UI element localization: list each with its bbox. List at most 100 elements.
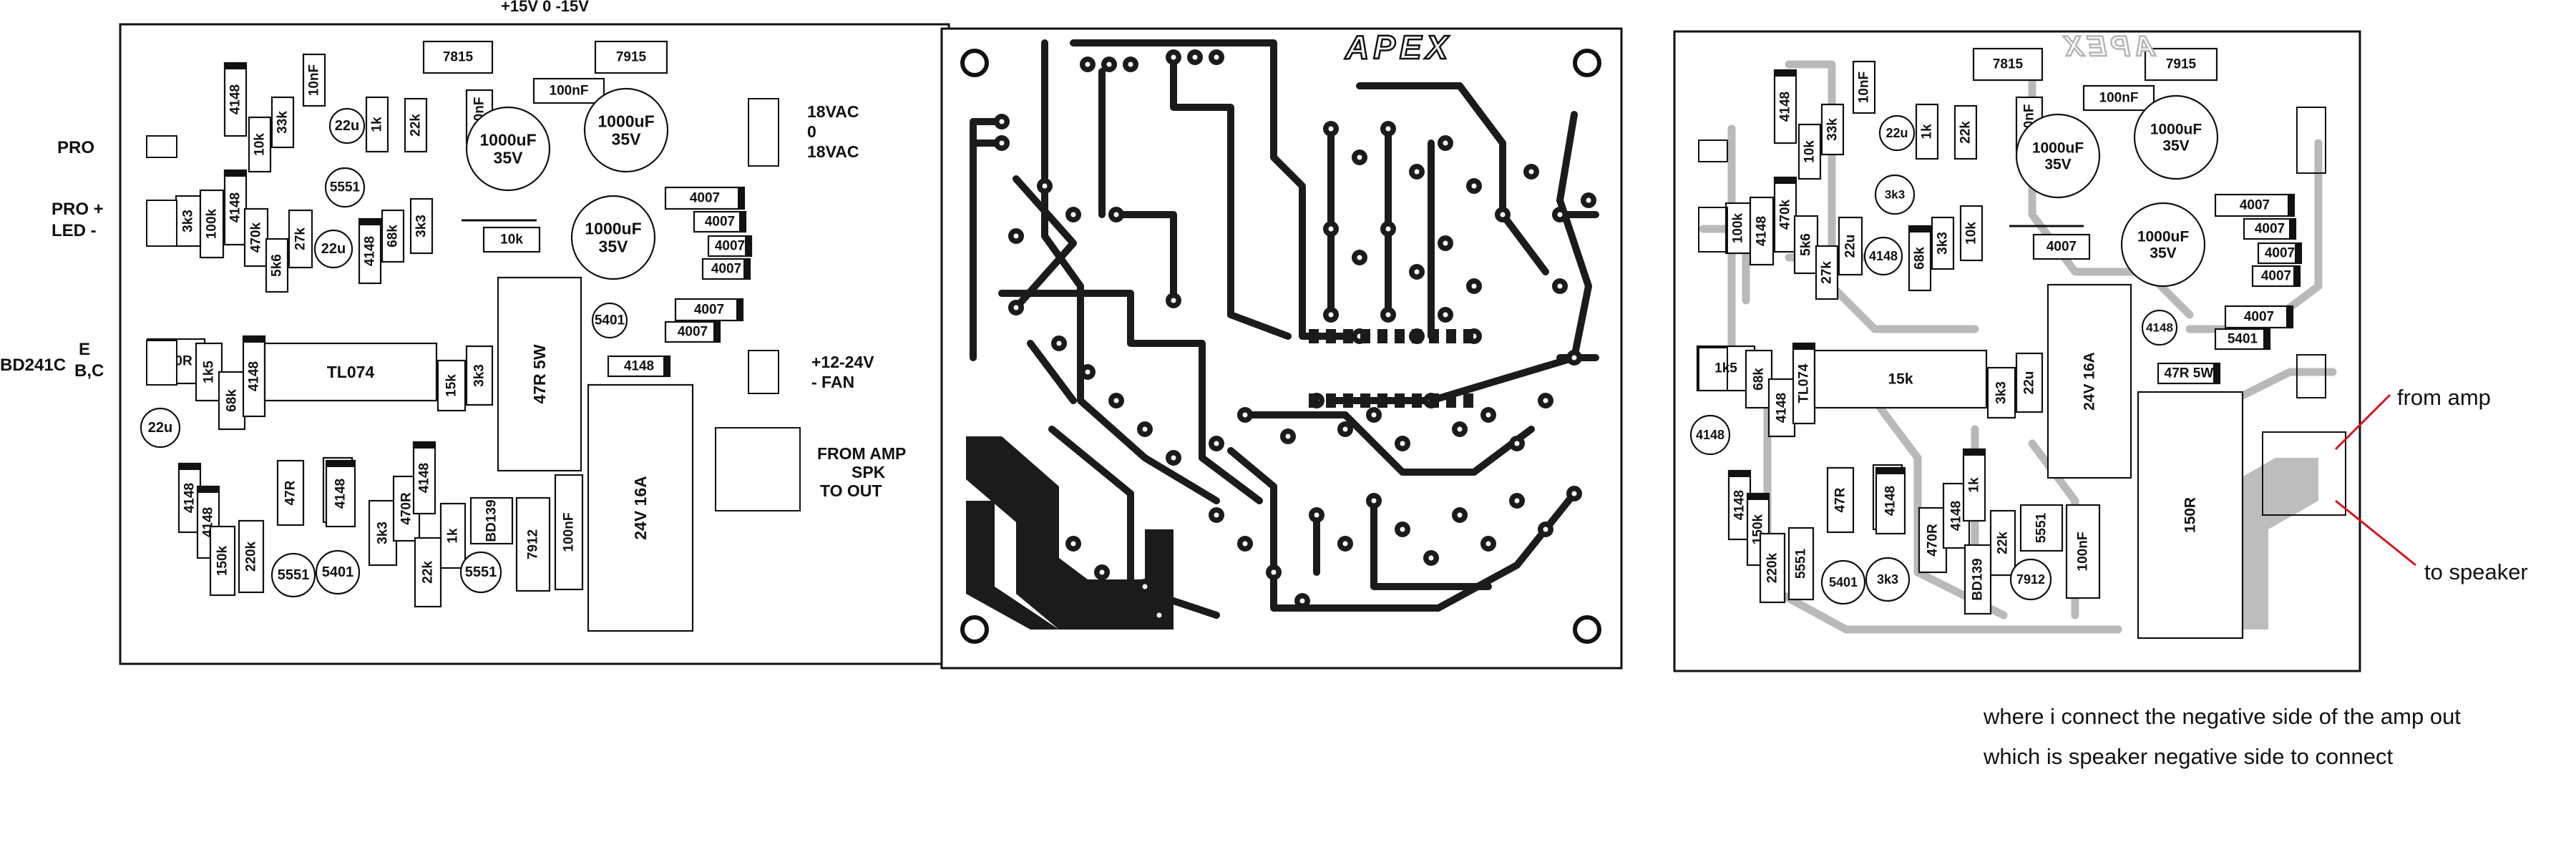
- layout-component-label: 10nF: [307, 64, 322, 96]
- vac-label-3: 18VAC: [807, 142, 859, 161]
- copper-pad-hole: [999, 140, 1005, 146]
- overlay-speaker-connector: [2262, 431, 2346, 516]
- overlay-diode-band: [1793, 343, 1815, 350]
- overlay-component-label: BD139: [1971, 558, 1986, 600]
- layout-component-7: 4148: [223, 62, 248, 137]
- layout-component-body: [459, 551, 502, 594]
- layout-component-48: 220k: [238, 519, 265, 594]
- overlay-component-label: 5401: [1829, 575, 1858, 589]
- overlay-diode-band: [1775, 177, 1796, 184]
- layout-diode-band: [326, 461, 355, 467]
- layout-component-label: TL074: [327, 363, 375, 381]
- copper-ic-pad: [1395, 393, 1405, 408]
- layout-component-40: 4148: [242, 335, 266, 418]
- layout-component-22: 22u: [313, 229, 353, 269]
- layout-component-body: [701, 258, 751, 280]
- layout-diode-band: [179, 464, 200, 470]
- copper-pad-hole: [1543, 398, 1548, 403]
- layout-component-body: [209, 525, 236, 597]
- overlay-component-body: [1787, 526, 1815, 601]
- overlay-component-body: [2137, 391, 2244, 640]
- overlay-component-label: TL074: [1797, 363, 1812, 403]
- overlay-component-57: 22k: [1989, 509, 2016, 577]
- overlay-component-body: [1773, 176, 1797, 253]
- overlay-component-label: 47R: [1833, 487, 1848, 512]
- layout-diode-band: [243, 336, 265, 343]
- overlay-component-label: 4007: [2046, 240, 2077, 255]
- layout-component-body: [465, 106, 551, 192]
- copper-pad-hole: [1314, 512, 1319, 518]
- layout-diode-band: [713, 322, 720, 342]
- copper-pad-hole: [1214, 54, 1219, 60]
- pro-label: PRO: [57, 138, 94, 157]
- copper-pad-hole: [1142, 426, 1148, 432]
- overlay-bd241c-connector: [1698, 347, 1728, 391]
- overlay-diode-band: [2295, 243, 2301, 263]
- overlay-component-label: 4007: [2244, 310, 2274, 325]
- copper-pad-hole: [1013, 233, 1019, 239]
- layout-component-body: [439, 502, 467, 569]
- overlay-component-body: [2243, 217, 2297, 240]
- pro-connector: [146, 135, 177, 158]
- layout-component-25: 3k3: [409, 197, 434, 255]
- layout-diode-band: [745, 236, 751, 256]
- layout-component-body: [265, 237, 289, 293]
- copper-pad-hole: [1543, 526, 1548, 532]
- question-line-1: where i connect the negative side of the…: [1983, 704, 2461, 729]
- copper-pad-hole: [1571, 491, 1577, 496]
- overlay-diode-band: [1729, 471, 1750, 477]
- overlay-diode-band: [1876, 468, 1905, 474]
- layout-component-label: 4007: [715, 239, 745, 254]
- overlay-component-16: 100k: [1724, 202, 1752, 255]
- overlay-component-48: 5551: [1787, 526, 1815, 601]
- overlay-component-body: [2082, 84, 2155, 112]
- layout-diode-band: [359, 219, 381, 225]
- layout-component-15: 5551: [324, 167, 366, 208]
- copper-pad-hole: [1443, 240, 1448, 246]
- copper-pad-hole: [1128, 62, 1133, 67]
- copper-ic-pad: [1446, 329, 1456, 343]
- overlay-component-label: 4148: [1696, 428, 1724, 442]
- overlay-component-12: 1k: [1915, 103, 1939, 160]
- overlay-component-22: 4148: [1863, 236, 1903, 276]
- overlay-component-61: 100nF: [2065, 504, 2101, 599]
- overlay-component-body: [1826, 466, 1855, 534]
- overlay-component-19: 5k6: [1793, 215, 1819, 275]
- layout-component-10: 10nF: [302, 53, 326, 107]
- layout-component-body: [270, 552, 316, 598]
- overlay-component-label: 5551: [1794, 548, 1809, 579]
- overlay-component-23: 68k: [1908, 225, 1932, 292]
- overlay-component-body: [2133, 94, 2219, 180]
- layout-component-label: 100k: [205, 208, 220, 239]
- overlay-component-label: 4148: [1949, 501, 1964, 531]
- layout-component-24: 68k: [381, 209, 405, 263]
- copper-pad-hole: [1371, 498, 1377, 504]
- layout-component-body: [693, 210, 747, 233]
- layout-component-53: 5401: [315, 549, 361, 595]
- bc-label: B,C: [74, 361, 104, 381]
- layout-component-11: 22u: [328, 107, 366, 145]
- overlay-component-28: 4007: [2243, 217, 2297, 240]
- copper-pad-hole: [1142, 584, 1148, 589]
- copper-pad-hole: [1385, 226, 1391, 232]
- annotations: from amp to speaker where i connect the …: [1983, 385, 2528, 769]
- from-amp-arrow: [2334, 393, 2391, 451]
- bd241c-label: BD241C: [0, 356, 66, 375]
- layout-component-body: [482, 226, 541, 253]
- copper-pads: [994, 49, 1596, 623]
- layout-diode-band: [743, 259, 750, 279]
- overlay-component-body: [2019, 504, 2064, 552]
- overlay-component-60: 7912: [2009, 558, 2052, 601]
- copper-ic-pad: [1463, 393, 1473, 408]
- copper-pad-hole: [1342, 541, 1348, 547]
- overlay-component-35: 24V 16A: [2046, 283, 2132, 479]
- overlay-component-body: [1959, 205, 1984, 262]
- layout-component-51: 4148: [325, 459, 356, 528]
- vac-label-2: 0: [807, 122, 816, 141]
- layout-component-label: 3k3: [472, 364, 487, 387]
- layout-component-label: 4148: [624, 359, 654, 374]
- overlay-component-label: 470k: [1778, 199, 1793, 230]
